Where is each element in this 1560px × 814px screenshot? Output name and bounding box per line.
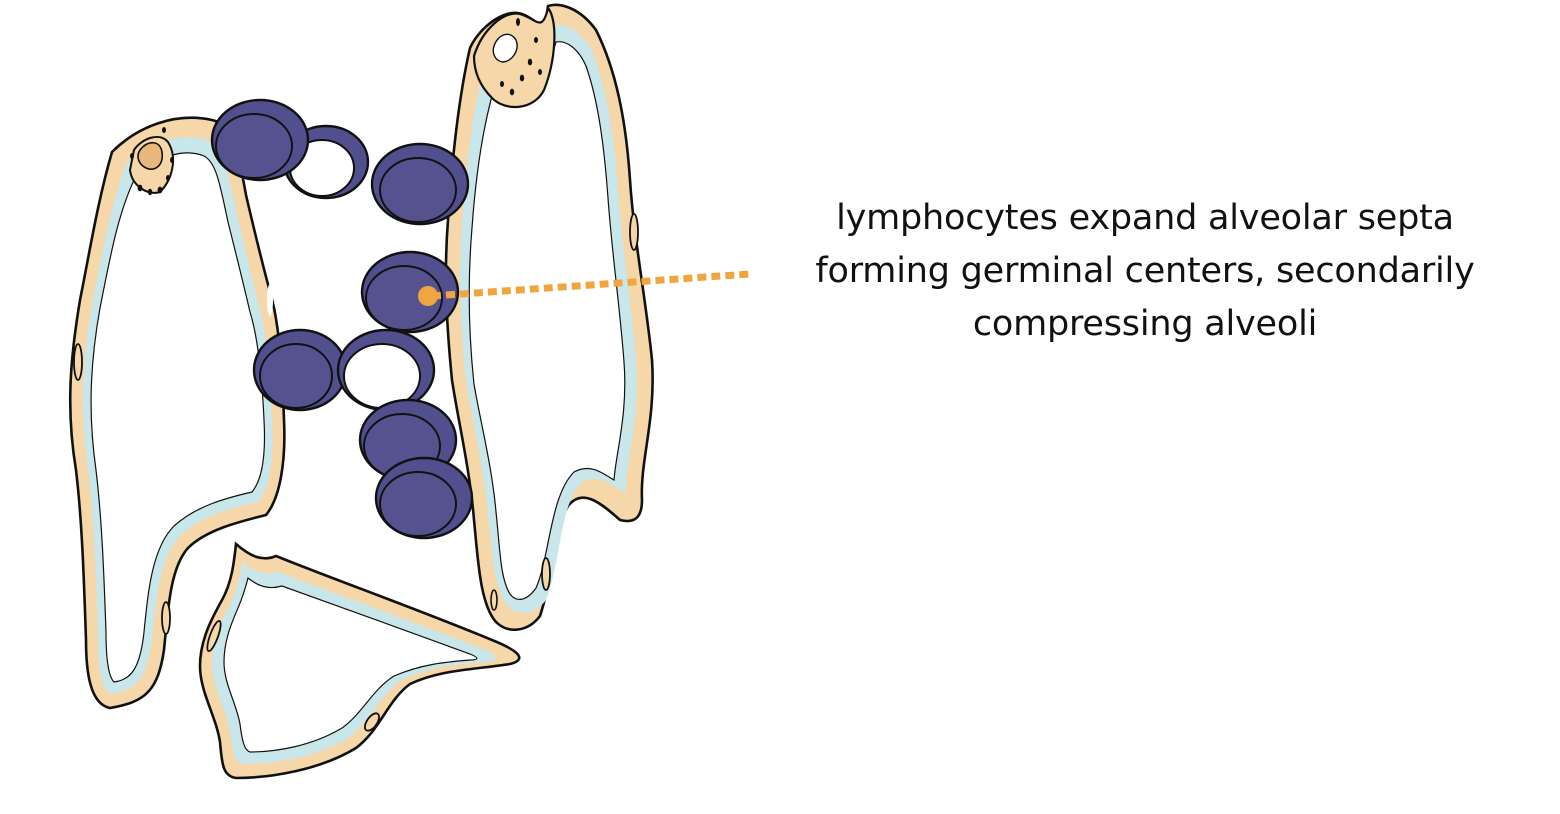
right-cell-body <box>472 5 556 109</box>
lymphocyte <box>210 98 310 182</box>
bottom-alveolus <box>198 541 521 780</box>
left-cell-granules <box>130 127 174 196</box>
annotation-label: lymphocytes expand alveolar septa formin… <box>790 192 1500 351</box>
annotation-line-2: forming germinal centers, secondarily <box>815 251 1475 291</box>
left-wall-nucleus-3 <box>267 284 273 316</box>
pointer-leader <box>418 270 751 306</box>
annotation-line-3: compressing alveoli <box>972 304 1318 344</box>
lymphocyte-cluster <box>210 98 474 540</box>
annotation-line-1: lymphocytes expand alveolar septa <box>836 198 1454 238</box>
pointer-dot <box>418 286 438 306</box>
left-wall-nucleus-1 <box>73 343 83 381</box>
left-alveolus-lumen <box>90 152 266 683</box>
left-cell-nucleolus <box>137 141 164 170</box>
bottom-wall-nucleus-1 <box>206 620 222 652</box>
right-alveolus-lumen <box>468 41 626 600</box>
lymphocyte <box>374 456 474 540</box>
lymphocyte <box>252 328 348 412</box>
lymphocyte <box>370 142 470 226</box>
right-cell-granules <box>500 18 542 96</box>
left-wall-nucleus-2 <box>161 601 171 635</box>
right-alveolus <box>444 3 654 631</box>
bottom-wall-nucleus-2 <box>364 712 380 732</box>
bottom-alveolus-lumen <box>223 576 478 753</box>
right-wall-nucleus-1 <box>629 213 639 251</box>
left-alveolus <box>68 116 286 710</box>
pointer-dotted-line <box>431 270 751 300</box>
right-cell-vacuole <box>492 33 518 63</box>
ghost-cell-middle <box>336 328 436 412</box>
lymphocyte-pointed <box>360 250 460 334</box>
right-wall-nucleus-2 <box>541 557 551 591</box>
right-wall-nucleus-3 <box>490 589 498 611</box>
